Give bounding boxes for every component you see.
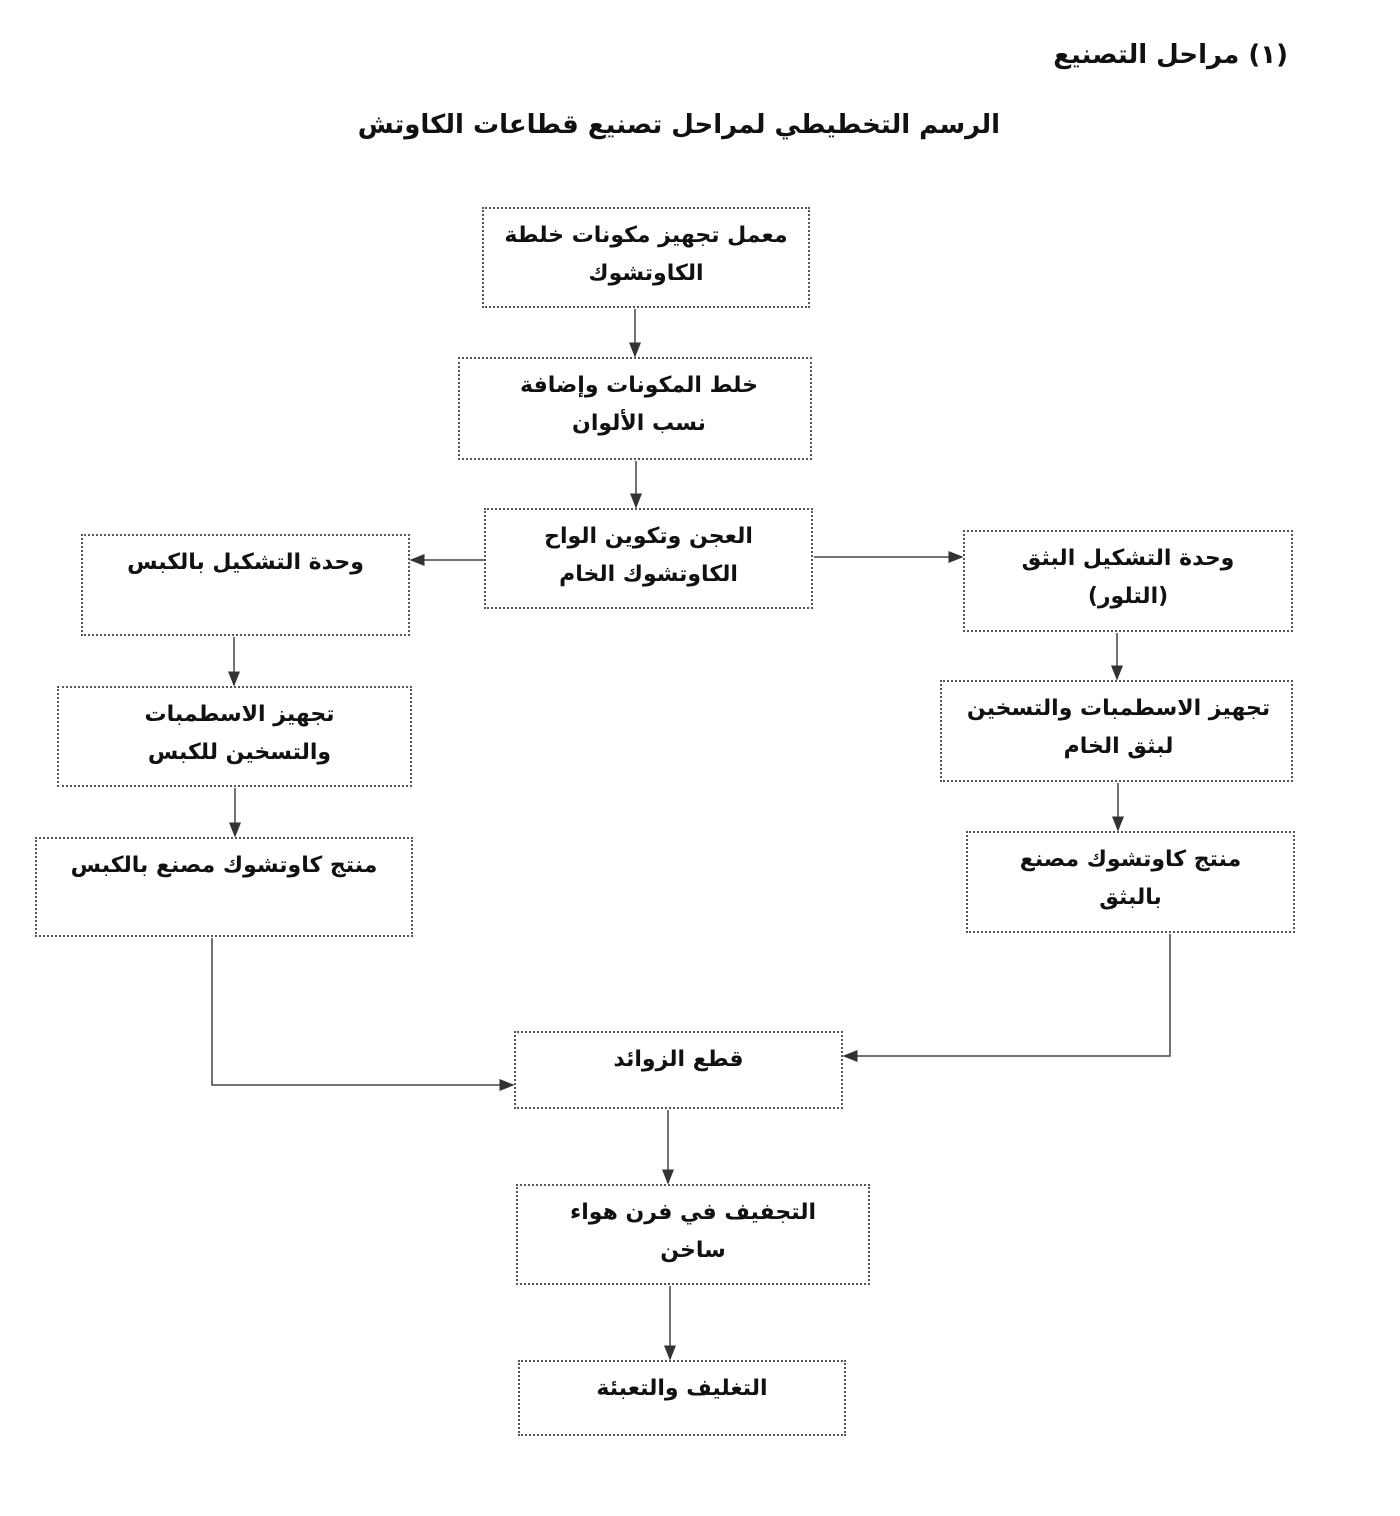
step-extrusion-unit: وحدة التشكيل البثق (التلور) <box>963 530 1293 632</box>
step-packing: التغليف والتعبئة <box>518 1360 846 1436</box>
step-trimming: قطع الزوائد <box>514 1031 843 1109</box>
step-mixing: خلط المكونات وإضافة نسب الألوان <box>458 357 812 460</box>
arrow-press-product-to-trimming <box>211 938 515 1091</box>
step-press-molds: تجهيز الاسطمبات والتسخين للكبس <box>57 686 412 787</box>
step-extrusion-product: منتج كاوتشوك مصنع بالبثق <box>966 831 1295 933</box>
step-prep-lab: معمل تجهيز مكونات خلطة الكاوتشوك <box>482 207 810 308</box>
step-press-product: منتج كاوتشوك مصنع بالكبس <box>35 837 413 937</box>
step-drying: التجفيف في فرن هواء ساخن <box>516 1184 870 1285</box>
section-heading: (١) مراحل التصنيع <box>1053 40 1288 70</box>
step-extrusion-molds: تجهيز الاسطمبات والتسخين لبثق الخام <box>940 680 1293 782</box>
step-press-unit: وحدة التشكيل بالكبس <box>81 534 410 636</box>
arrow-extrusion-product-to-trimming <box>842 934 1171 1062</box>
step-kneading: العجن وتكوين الواح الكاوتشوك الخام <box>484 508 813 609</box>
diagram-title: الرسم التخطيطي لمراحل تصنيع قطاعات الكاو… <box>357 110 1000 140</box>
